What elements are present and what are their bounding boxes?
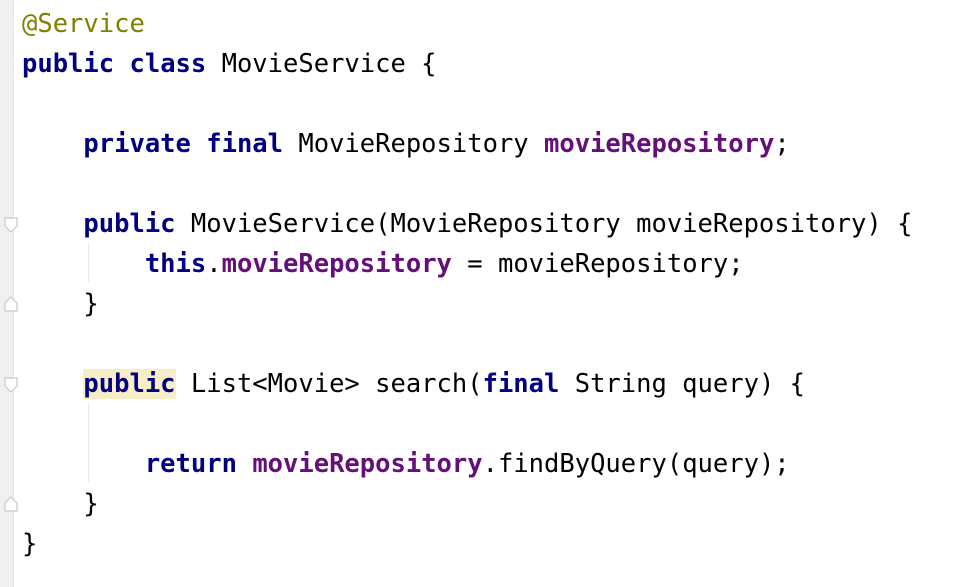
indent-guide <box>88 404 89 482</box>
fold-start-icon[interactable] <box>3 376 19 394</box>
code-line[interactable]: } <box>22 284 99 324</box>
code-token <box>191 129 206 159</box>
code-line[interactable]: } <box>22 484 99 524</box>
code-token: class <box>129 49 207 79</box>
code-token <box>237 449 252 479</box>
fold-start-icon[interactable] <box>3 216 19 234</box>
code-token: } <box>22 289 99 319</box>
code-token: String query) { <box>559 369 805 399</box>
code-token: public <box>83 369 176 399</box>
code-token: MovieRepository <box>283 129 545 159</box>
code-token: movieRepository <box>544 129 775 159</box>
code-token <box>22 449 145 479</box>
code-line[interactable]: @Service <box>22 4 145 44</box>
code-token: = movieRepository; <box>451 249 744 279</box>
code-token: public <box>22 49 115 79</box>
code-token: @Service <box>22 9 145 39</box>
code-token <box>114 49 129 79</box>
editor-gutter <box>0 0 14 587</box>
code-token: movieRepository <box>252 449 483 479</box>
code-line[interactable]: public List<Movie> search(final String q… <box>22 364 805 404</box>
code-token: ; <box>774 129 790 159</box>
code-token: final <box>206 129 284 159</box>
code-token <box>22 249 145 279</box>
code-token: MovieService { <box>206 49 437 79</box>
code-token: } <box>22 489 99 519</box>
code-line[interactable]: this.movieRepository = movieRepository; <box>22 244 744 284</box>
fold-end-icon[interactable] <box>3 295 19 313</box>
code-token <box>22 209 83 239</box>
code-token: this <box>144 249 207 279</box>
indent-guide <box>88 244 89 282</box>
code-token: private <box>83 129 191 159</box>
code-token: } <box>22 529 38 559</box>
code-line[interactable]: private final MovieRepository movieRepos… <box>22 124 790 164</box>
code-token: final <box>482 369 560 399</box>
code-token: movieRepository <box>221 249 452 279</box>
code-token: MovieService(MovieRepository movieReposi… <box>175 209 913 239</box>
code-token: . <box>206 249 222 279</box>
code-token: List<Movie> search( <box>175 369 483 399</box>
code-line[interactable]: public class MovieService { <box>22 44 437 84</box>
code-token <box>22 369 83 399</box>
code-token <box>22 129 83 159</box>
fold-end-icon[interactable] <box>3 495 19 513</box>
code-line[interactable]: } <box>22 524 37 564</box>
code-line[interactable]: public MovieService(MovieRepository movi… <box>22 204 912 244</box>
code-line[interactable]: return movieRepository.findByQuery(query… <box>22 444 790 484</box>
code-token: return <box>144 449 237 479</box>
code-token: public <box>83 209 176 239</box>
code-token: .findByQuery(query); <box>482 449 790 479</box>
